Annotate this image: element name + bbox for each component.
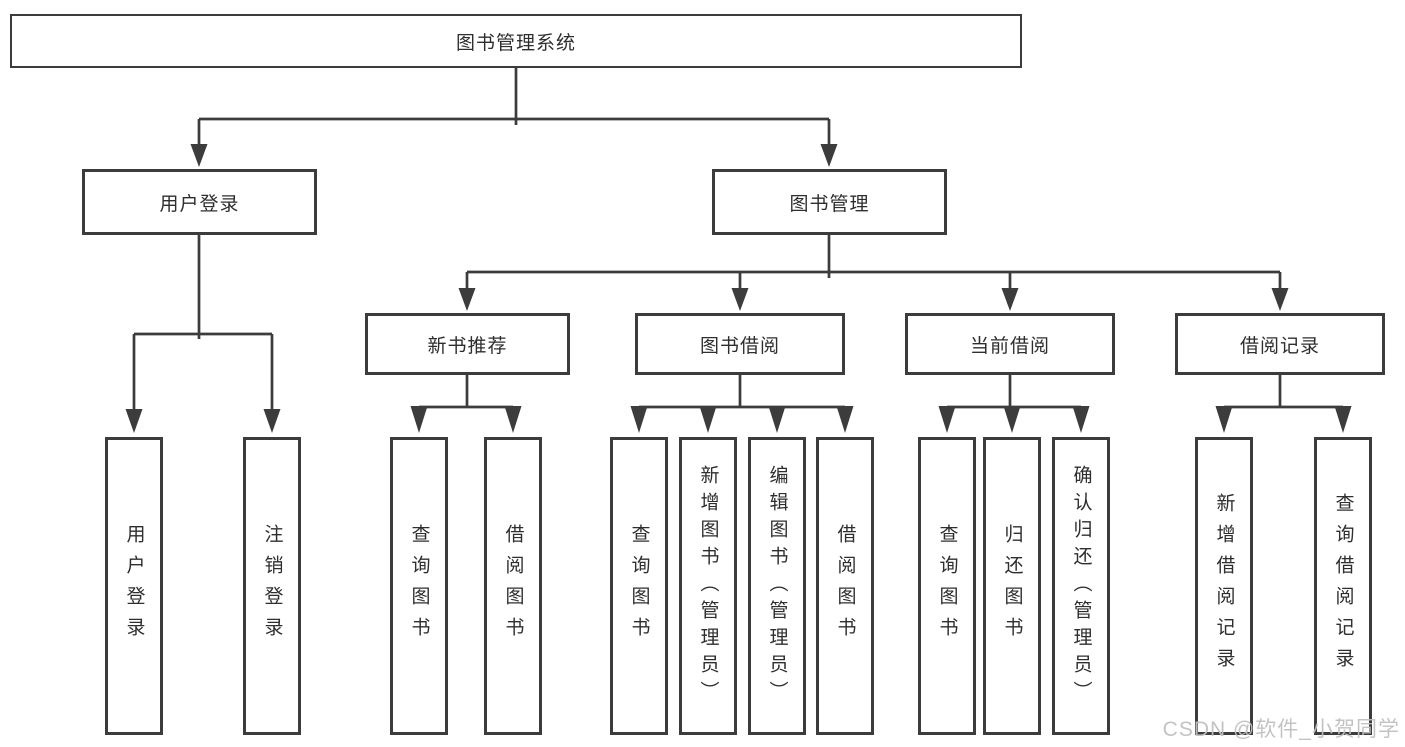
node-user-login-label: 用户登录 (159, 193, 240, 215)
leaf-borrow-books-1-label: 借阅图书 (502, 524, 524, 648)
node-book-management: 图书管理 (712, 169, 947, 235)
leaf-edit-book-admin: 编辑图书（管理员） (748, 437, 806, 735)
leaf-borrow-books-2-label: 借阅图书 (834, 524, 856, 648)
node-borrow-records-label: 借阅记录 (1239, 335, 1320, 357)
connector-current-borrow-branch (938, 375, 1090, 433)
leaf-return-books-label: 归还图书 (1001, 524, 1023, 648)
leaf-logout-label: 注销登录 (261, 524, 283, 648)
leaf-logout: 注销登录 (243, 437, 301, 735)
leaf-add-borrow-record: 新增借阅记录 (1195, 437, 1253, 735)
leaf-add-book-admin: 新增图书（管理员） (679, 437, 737, 735)
leaf-query-books-2: 查询图书 (610, 437, 668, 735)
connector-new-book-branch (410, 375, 522, 433)
leaf-borrow-books-1: 借阅图书 (484, 437, 542, 735)
leaf-query-books-1: 查询图书 (390, 437, 448, 735)
node-borrow-records: 借阅记录 (1175, 313, 1385, 375)
leaf-add-book-admin-label: 新增图书（管理员） (697, 464, 719, 708)
node-new-book-recommend-label: 新书推荐 (427, 335, 508, 357)
connector-book-borrow-branch (630, 375, 854, 433)
node-root-label: 图书管理系统 (455, 32, 576, 54)
leaf-query-borrow-record: 查询借阅记录 (1314, 437, 1372, 735)
node-current-borrow-label: 当前借阅 (969, 335, 1050, 357)
watermark-csdn: CSDN @软件_小贺同学 (1162, 718, 1400, 741)
node-root: 图书管理系统 (10, 14, 1022, 68)
node-book-management-label: 图书管理 (789, 193, 870, 215)
leaf-return-books: 归还图书 (983, 437, 1041, 735)
leaf-query-books-1-label: 查询图书 (408, 524, 430, 648)
leaf-query-books-2-label: 查询图书 (628, 524, 650, 648)
leaf-user-login-label: 用户登录 (123, 524, 145, 648)
node-user-login: 用户登录 (82, 169, 317, 235)
leaf-confirm-return-admin-label: 确认归还（管理员） (1070, 464, 1092, 708)
connector-root-to-level2 (190, 68, 838, 167)
connector-borrow-records-branch (1215, 375, 1352, 433)
node-book-borrow: 图书借阅 (635, 313, 845, 375)
leaf-query-borrow-record-label: 查询借阅记录 (1332, 493, 1354, 679)
leaf-query-books-3: 查询图书 (918, 437, 976, 735)
connector-book-management-to-level3 (458, 235, 1289, 311)
node-current-borrow: 当前借阅 (905, 313, 1115, 375)
leaf-confirm-return-admin: 确认归还（管理员） (1052, 437, 1110, 735)
leaf-query-books-3-label: 查询图书 (936, 524, 958, 648)
leaf-user-login: 用户登录 (105, 437, 163, 735)
node-book-borrow-label: 图书借阅 (699, 335, 780, 357)
node-new-book-recommend: 新书推荐 (365, 313, 570, 375)
connector-user-login-branch (125, 235, 281, 433)
leaf-edit-book-admin-label: 编辑图书（管理员） (766, 464, 788, 708)
leaf-borrow-books-2: 借阅图书 (816, 437, 874, 735)
leaf-add-borrow-record-label: 新增借阅记录 (1213, 493, 1235, 679)
